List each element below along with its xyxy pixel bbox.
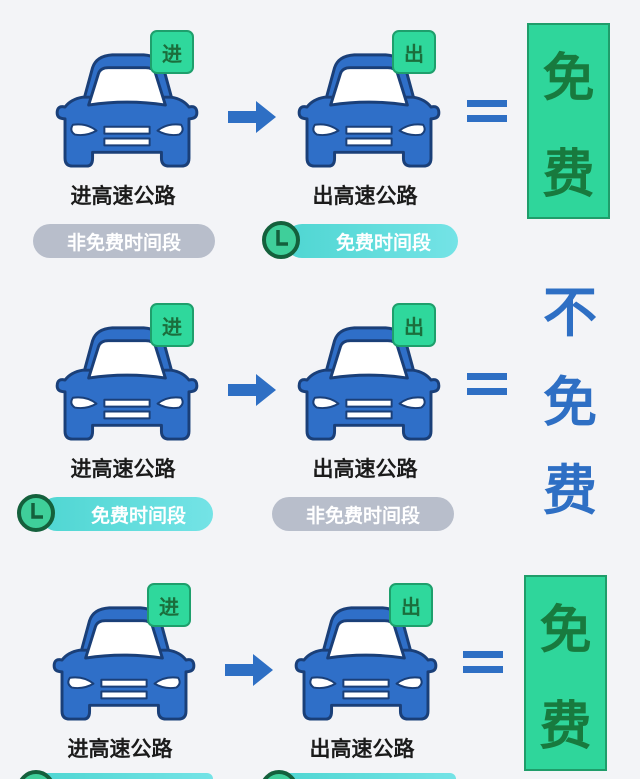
exit-badge: 出 (392, 303, 436, 347)
scenario-row-2: 进 进高速公路 免费时间段 出 出高速公路 非免费时间段 不 免 费 (0, 273, 640, 546)
scenario-row-1: 进 进高速公路 非免费时间段 出 出高速公路 免费时间段 免 费 (0, 0, 640, 273)
arrow-right-icon (228, 101, 276, 133)
enter-badge: 进 (147, 583, 191, 627)
arrow-right-icon (228, 374, 276, 406)
enter-period-pill: 免费时间段 (40, 497, 213, 531)
result-char: 费 (539, 696, 592, 757)
equals-icon (467, 373, 507, 395)
clock-icon (17, 494, 55, 532)
enter-badge: 进 (150, 30, 194, 74)
car-front-icon (53, 321, 201, 443)
car-front-icon (295, 321, 443, 443)
exit-label: 出高速公路 (312, 184, 418, 208)
scenario-row-3: 进 进高速公路 出 出高速公路 免 费 (0, 553, 640, 779)
result-char: 费 (543, 459, 597, 522)
equals-icon (463, 651, 503, 673)
clock-icon (19, 770, 53, 779)
clock-icon (262, 770, 296, 779)
result-char: 免 (539, 600, 592, 661)
exit-period-pill (283, 773, 456, 779)
exit-period-pill: 免费时间段 (285, 224, 458, 258)
result-char: 免 (543, 371, 597, 434)
enter-label: 进高速公路 (70, 184, 176, 208)
enter-badge: 进 (150, 303, 194, 347)
car-front-icon (50, 601, 198, 723)
result-char: 不 (543, 281, 597, 344)
result-free-box: 免 费 (524, 575, 607, 771)
enter-period-pill (40, 773, 213, 779)
enter-period-pill: 非免费时间段 (33, 224, 215, 258)
result-char: 免 (542, 48, 595, 109)
clock-icon (262, 221, 300, 259)
arrow-right-icon (225, 654, 273, 686)
exit-label: 出高速公路 (309, 737, 415, 761)
car-front-icon (53, 48, 201, 170)
exit-badge: 出 (392, 30, 436, 74)
exit-period-pill: 非免费时间段 (272, 497, 454, 531)
enter-label: 进高速公路 (70, 457, 176, 481)
result-char: 费 (542, 144, 595, 205)
exit-badge: 出 (389, 583, 433, 627)
exit-label: 出高速公路 (312, 457, 418, 481)
result-free-box: 免 费 (527, 23, 610, 219)
enter-label: 进高速公路 (67, 737, 173, 761)
equals-icon (467, 100, 507, 122)
